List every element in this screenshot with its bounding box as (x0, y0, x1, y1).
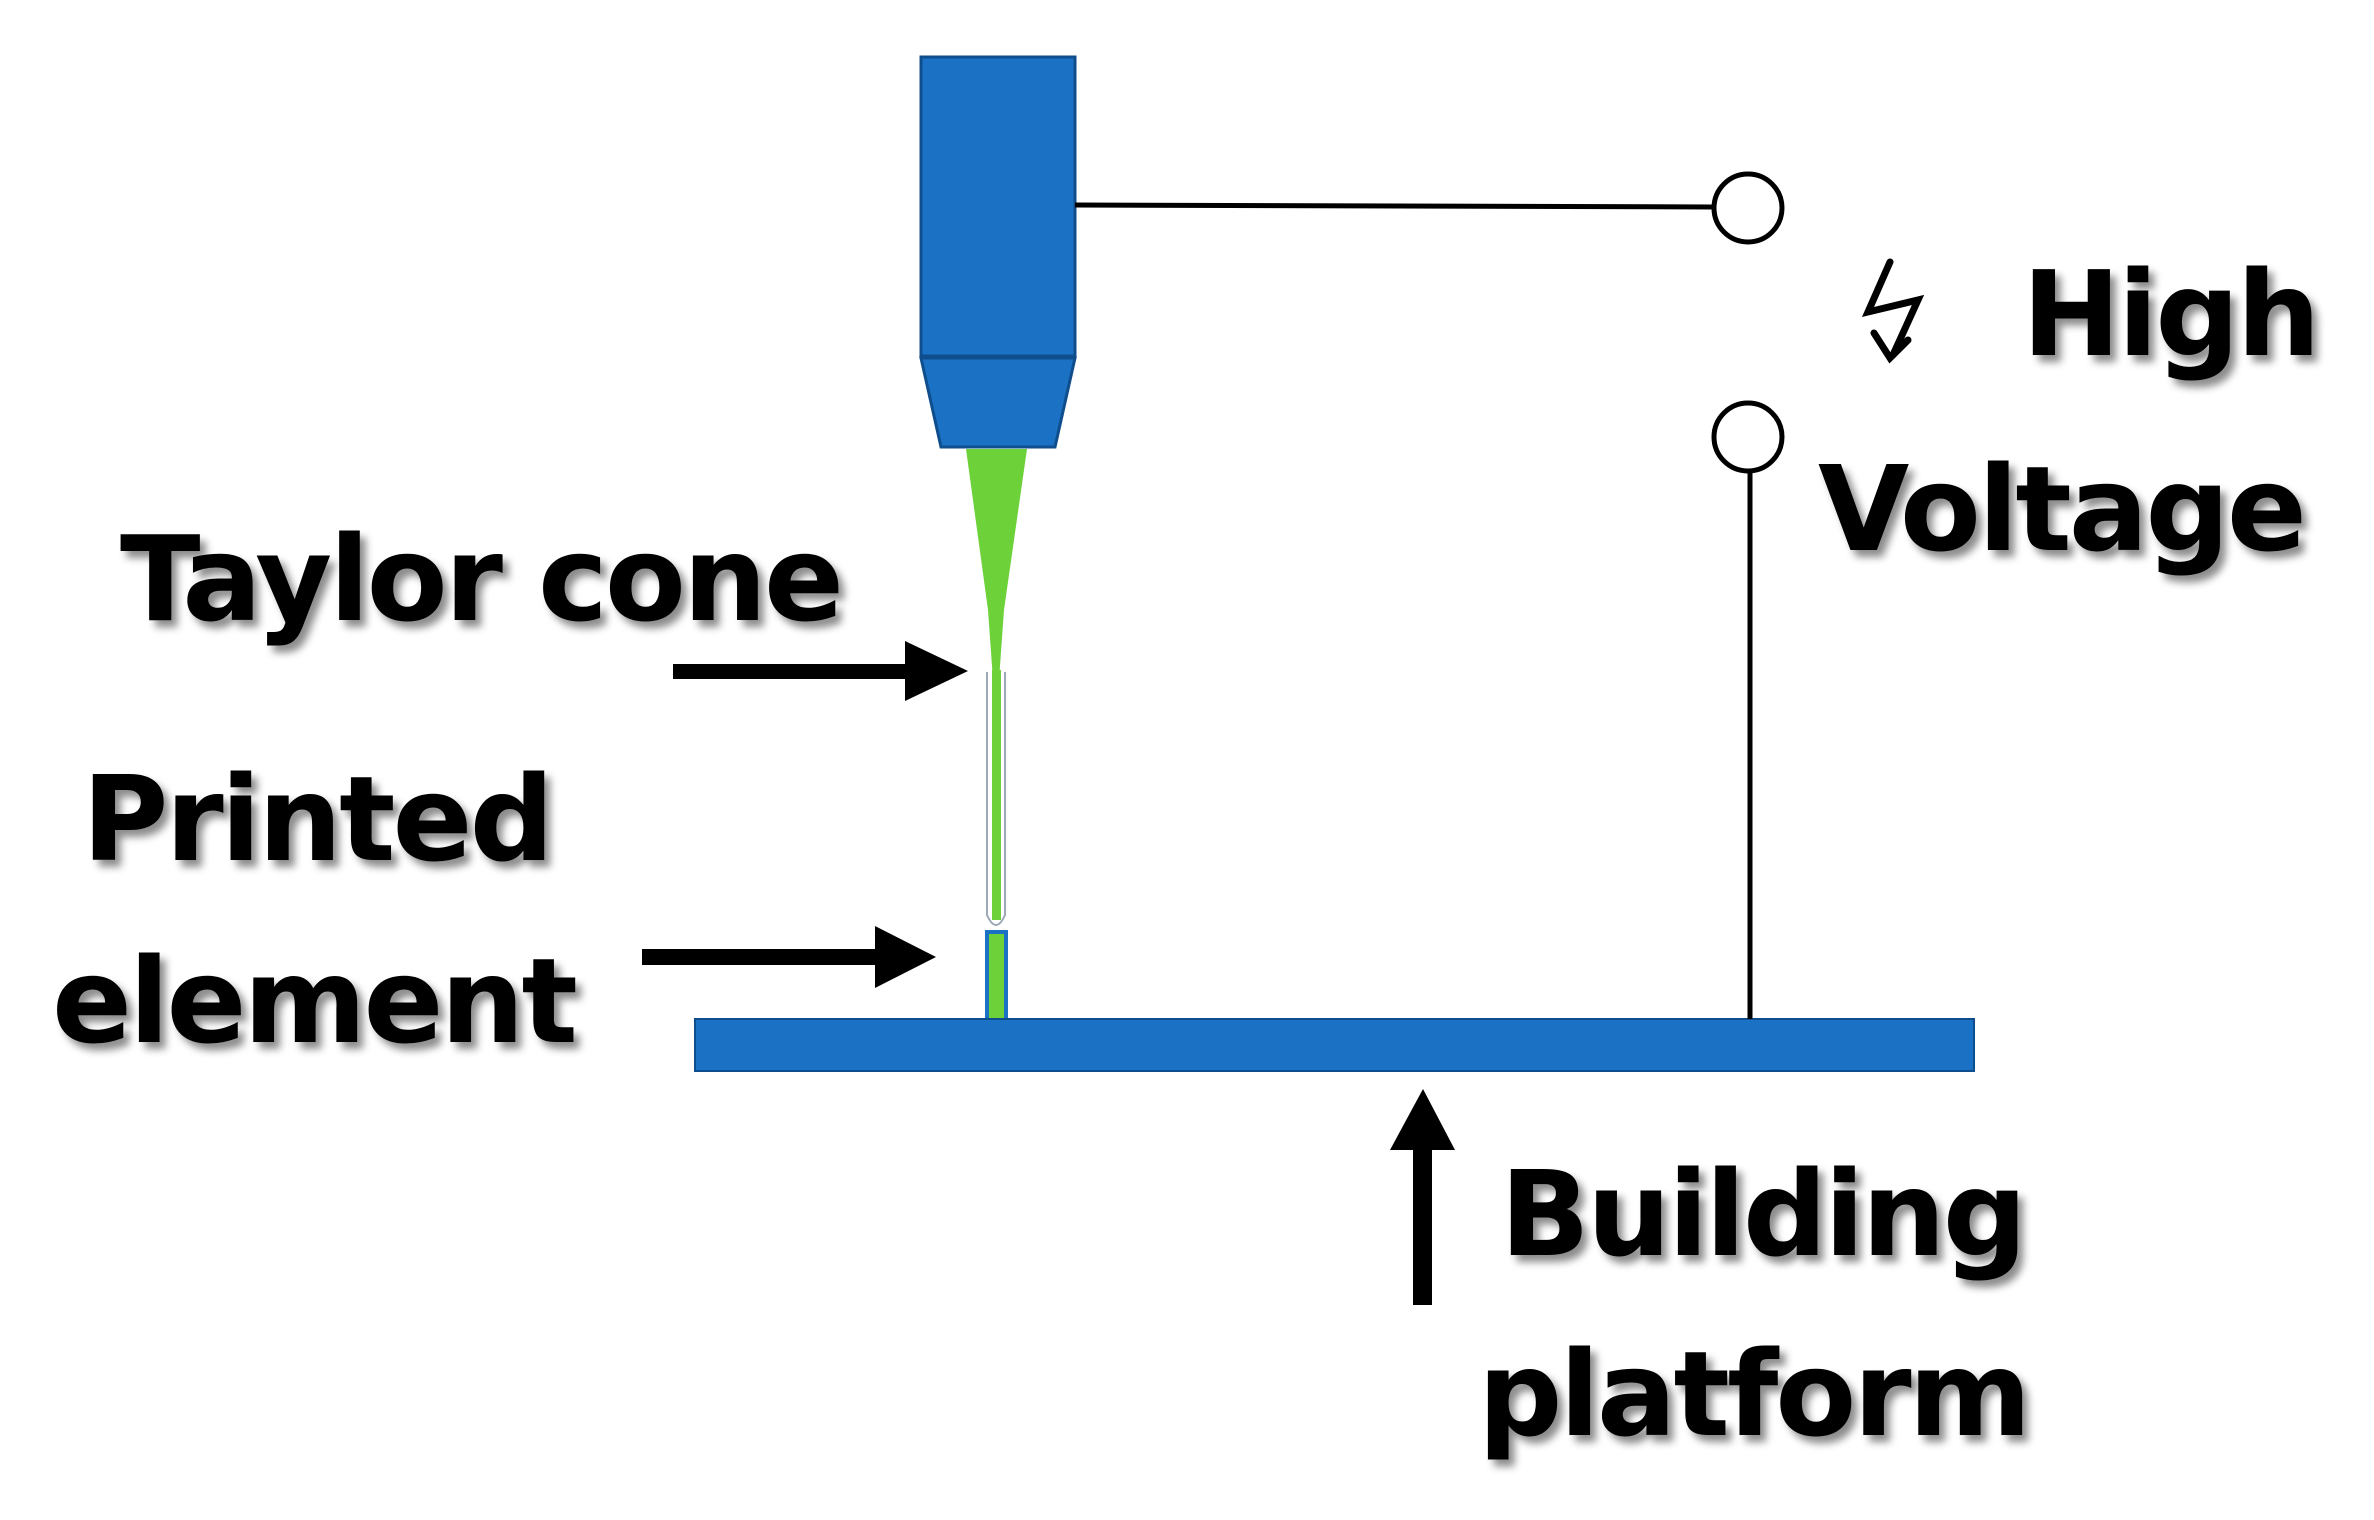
lower-terminal (1711, 400, 1785, 474)
nozzle-tip (919, 356, 1077, 449)
label-building: Building (1500, 1145, 2024, 1283)
taylor-cone (966, 449, 1027, 680)
label-printed: Printed (82, 750, 551, 888)
upper-wire (1074, 202, 1714, 210)
taylor-cone-arrow (673, 641, 968, 701)
jet-outline (986, 672, 1006, 926)
label-platform: platform (1478, 1325, 2029, 1463)
label-voltage: Voltage (1818, 440, 2304, 578)
building-platform-arrow (1390, 1089, 1455, 1305)
building-platform (694, 1018, 1975, 1072)
lightning-bolt-icon (1861, 258, 1925, 364)
nozzle-body (919, 55, 1077, 358)
label-element: element (52, 932, 575, 1070)
printed-element-arrow (642, 926, 936, 988)
upper-terminal (1711, 171, 1785, 245)
label-taylor-cone: Taylor cone (120, 510, 841, 648)
liquid-jet (992, 670, 1001, 920)
label-high: High (2022, 245, 2318, 383)
printed-element (985, 930, 1008, 1022)
